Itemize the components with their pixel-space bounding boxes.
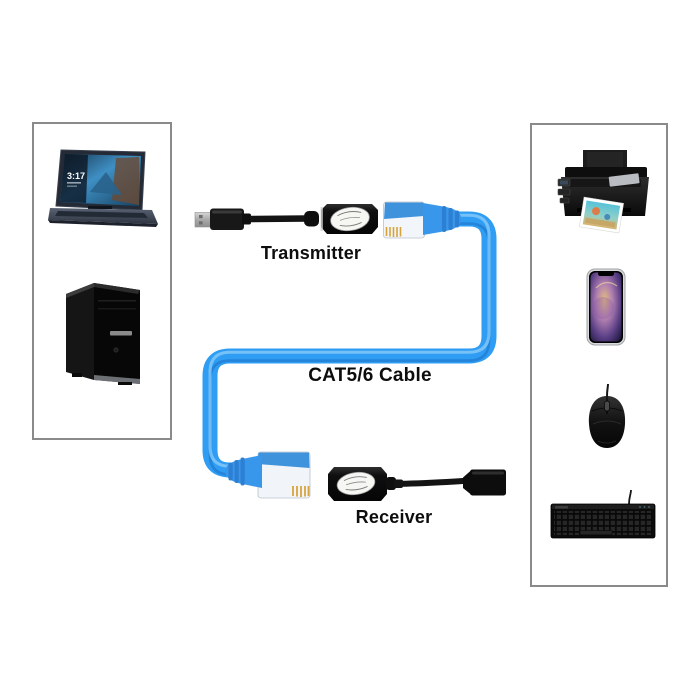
keyboard-icon bbox=[550, 489, 656, 542]
cable-shadow-line bbox=[208, 222, 491, 476]
printer-icon bbox=[553, 150, 655, 236]
peripheral-devices-box bbox=[530, 123, 668, 587]
cat5-cable bbox=[202, 211, 497, 478]
laptop-icon: 3:17 bbox=[48, 148, 160, 234]
transmitter-label: Transmitter bbox=[260, 243, 362, 263]
transmitter-adapter bbox=[194, 204, 378, 234]
receiver-label: Receiver bbox=[355, 507, 433, 527]
usb-male-plug-icon bbox=[194, 212, 213, 228]
usb-female-connector-icon bbox=[463, 469, 506, 496]
mouse-icon bbox=[584, 383, 630, 452]
smartphone-icon bbox=[586, 268, 626, 346]
transmitter-label-oval bbox=[330, 206, 370, 232]
laptop-clock-text: 3:17 bbox=[67, 171, 85, 181]
receiver-label-oval bbox=[336, 471, 376, 496]
source-devices-box: 3:17 bbox=[32, 122, 172, 440]
cable-label: CAT5/6 Cable bbox=[308, 365, 432, 386]
desktop-tower-icon bbox=[62, 278, 144, 386]
cable-highlight-line bbox=[208, 213, 491, 468]
receiver-adapter bbox=[328, 467, 506, 501]
rj45-plug-top-icon bbox=[383, 201, 462, 239]
rj45-plug-bottom-icon bbox=[225, 451, 311, 499]
